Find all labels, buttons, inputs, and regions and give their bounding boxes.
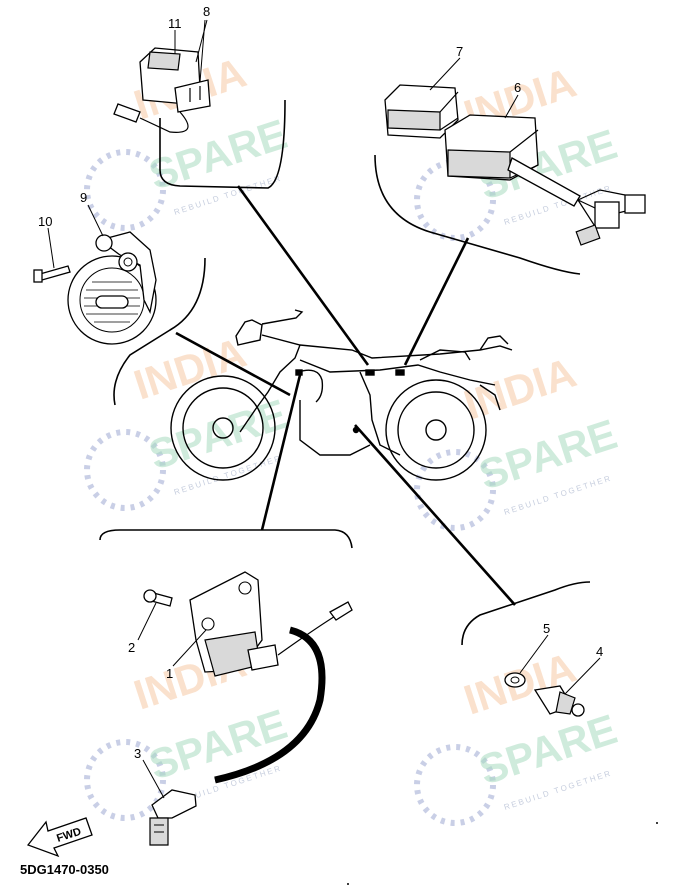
watermark-middle-right: INDIA SPARE REBUILD TOGETHER — [414, 349, 622, 531]
callout-11: 11 — [168, 16, 182, 31]
scan-dot — [656, 822, 658, 824]
callout-4: 4 — [596, 644, 603, 659]
callout-9: 9 — [80, 190, 87, 205]
callout-5: 5 — [543, 621, 550, 636]
callout-6: 6 — [514, 80, 521, 95]
pickup-coil-assembly — [143, 571, 353, 846]
diagram-code: 5DG1470-0350 — [20, 862, 109, 877]
horn-assembly — [33, 231, 157, 345]
cdi-unit — [444, 114, 646, 246]
motorcycle-outline — [170, 309, 513, 481]
callout-7: 7 — [456, 44, 463, 59]
callout-leaders — [47, 19, 601, 799]
neutral-switch-assembly — [504, 672, 585, 717]
watermark-bottom-right: INDIA SPARE REBUILD TOGETHER — [414, 644, 622, 826]
flasher-unit — [384, 84, 459, 139]
scan-dot — [347, 883, 349, 885]
relay-assembly — [113, 47, 211, 133]
group-brackets — [99, 99, 591, 646]
fwd-arrow: FWD — [26, 817, 93, 858]
callout-3: 3 — [134, 746, 141, 761]
watermark-india: INDIA — [458, 349, 581, 429]
callout-8: 8 — [203, 4, 210, 19]
callout-2: 2 — [128, 640, 135, 655]
callouts: 11 8 7 6 9 10 2 1 3 5 4 — [38, 4, 603, 761]
callout-10: 10 — [38, 214, 52, 229]
callout-1: 1 — [166, 666, 173, 681]
leader-lines — [175, 185, 516, 606]
